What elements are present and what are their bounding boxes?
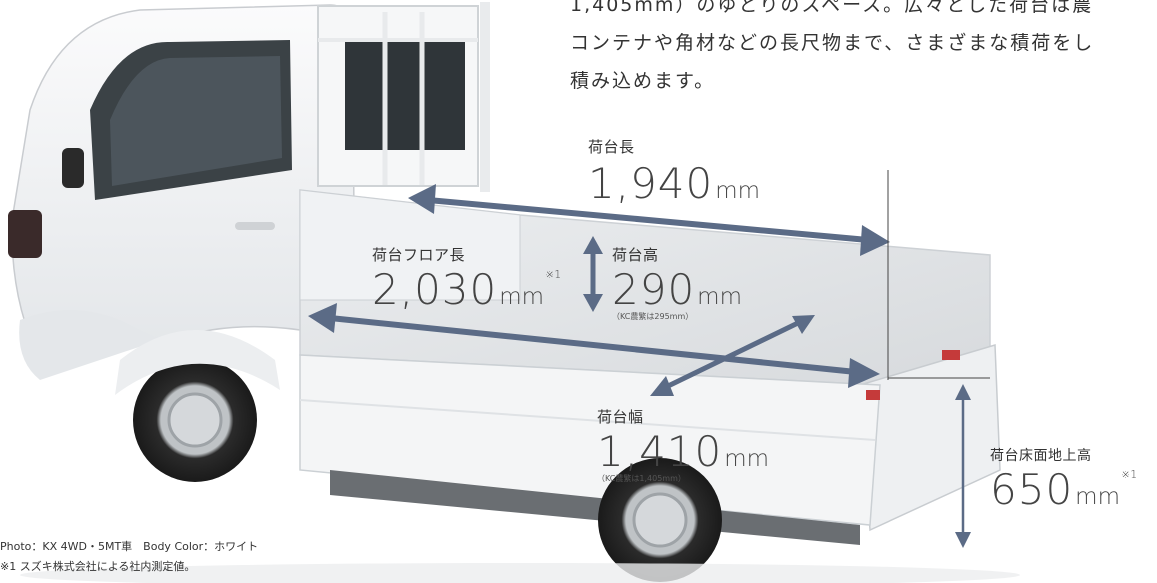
- ground-height-unit: mm: [1075, 484, 1120, 510]
- door-handle: [235, 222, 275, 230]
- ground-height-label: 荷台床面地上高: [990, 448, 1092, 464]
- bed-length-callout: 荷台長 1,940mm: [588, 136, 760, 205]
- intro-line: 積み込めます。: [570, 70, 716, 92]
- bed-width-unit: mm: [724, 446, 770, 472]
- bed-width-callout: 荷台幅 1,410mm （KC農繁は1,405mm）: [597, 406, 769, 484]
- floor-length-note: ※1: [545, 268, 562, 281]
- floor-length-unit: mm: [499, 284, 545, 310]
- bed-height-sub: （KC農繁は295mm）: [612, 312, 694, 321]
- intro-line: コンテナや角材などの長尺物まで、さまざまな積荷をし: [570, 32, 1095, 54]
- side-mirror: [62, 148, 84, 188]
- intro-text: 1,405mm）のゆとりのスペース。広々とした荷台は農 コンテナや角材などの長尺…: [570, 0, 1157, 100]
- floor-length-label: 荷台フロア長: [372, 246, 466, 264]
- floor-length-value: 2,030: [372, 265, 498, 314]
- ground-height-value: 650: [990, 465, 1074, 514]
- bed-length-unit: mm: [715, 178, 761, 204]
- bed-width-label: 荷台幅: [597, 408, 644, 426]
- footnote-1: ※1 スズキ株式会社による社内測定値。: [0, 560, 196, 573]
- ground-height-note: ※1: [1120, 468, 1138, 481]
- bed-width-sub: （KC農繁は1,405mm）: [597, 474, 686, 483]
- dimension-arrows: [308, 184, 971, 548]
- bed-height-value: 290: [612, 265, 696, 314]
- photo-caption: Photo：KX 4WD・5MT車 Body Color：ホワイト: [0, 540, 259, 553]
- bed-length-label: 荷台長: [588, 138, 635, 156]
- bed-height-unit: mm: [697, 284, 742, 310]
- bed-width-value: 1,410: [597, 427, 723, 476]
- bed-height-label: 荷台高: [612, 246, 659, 264]
- floor-length-callout: 荷台フロア長 2,030mm※1: [372, 244, 561, 311]
- ground-height-callout: 荷台床面地上高 650mm※1: [990, 445, 1137, 511]
- intro-line: 1,405mm）のゆとりのスペース。広々とした荷台は農: [570, 0, 1094, 16]
- bed-length-value: 1,940: [588, 159, 714, 208]
- bed-height-callout: 荷台高 290mm （KC農繁は295mm）: [612, 244, 742, 322]
